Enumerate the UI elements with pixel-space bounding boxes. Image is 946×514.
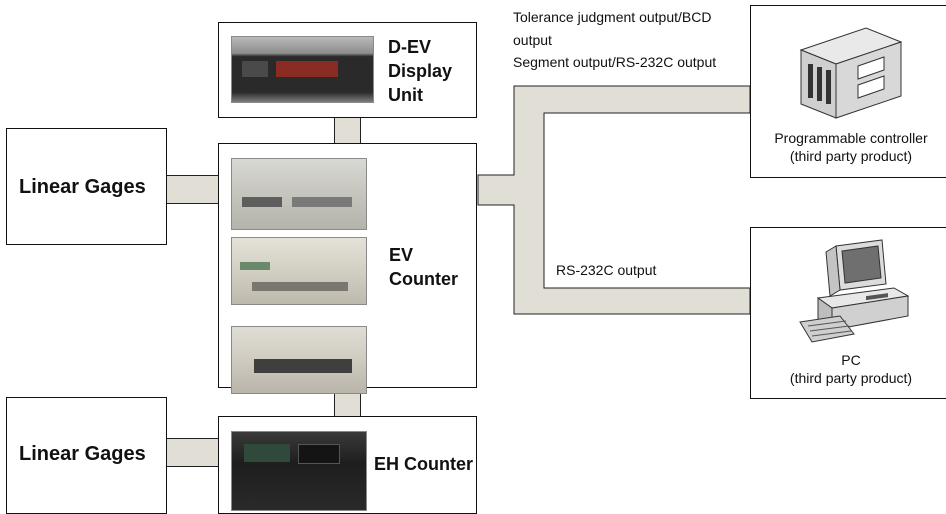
display-ev-connector [334,117,361,144]
linear-gages-box-1: Linear Gages [6,128,167,245]
linear-gages-label-1: Linear Gages [19,176,146,198]
linear-gages-box-2: Linear Gages [6,397,167,514]
ev-counter-photo-3 [231,326,367,394]
display-unit-box: D-EV Display Unit [218,22,477,118]
ev-counter-photo-1 [231,158,367,230]
display-unit-line3: Unit [388,85,423,105]
ev-counter-photo-2 [231,237,367,305]
output-pipe [477,85,751,315]
eh-counter-box: EH Counter [218,416,477,514]
output-text-line3: Segment output/RS-232C output [513,54,717,70]
display-unit-line2: Display [388,61,453,81]
pc-box: PC (third party product) [750,227,946,399]
pc-note: (third party product) [789,370,913,386]
ev-counter-line1: EV [389,245,414,265]
gages2-eh-connector [166,438,219,467]
ev-counter-line2: Counter [389,269,458,289]
gages1-ev-connector [166,175,219,204]
pc-name: PC [841,352,861,368]
display-unit-line1: D-EV [388,37,432,57]
display-unit-photo [231,36,374,103]
eh-counter-label: EH Counter [374,454,473,474]
eh-counter-photo [231,431,367,511]
output-text-line2: output [513,32,552,48]
pc-icon [799,239,910,343]
plc-box: Programmable controller (third party pro… [750,5,946,178]
linear-gages-label-2: Linear Gages [19,443,146,465]
ev-counter-box: EV Counter [218,143,477,394]
output-text-line1: Tolerance judgment output/BCD [513,9,712,25]
plc-name: Programmable controller [774,130,928,146]
rs232c-output-text: RS-232C output [556,262,657,278]
plc-icon [799,27,903,119]
plc-note: (third party product) [789,148,913,164]
